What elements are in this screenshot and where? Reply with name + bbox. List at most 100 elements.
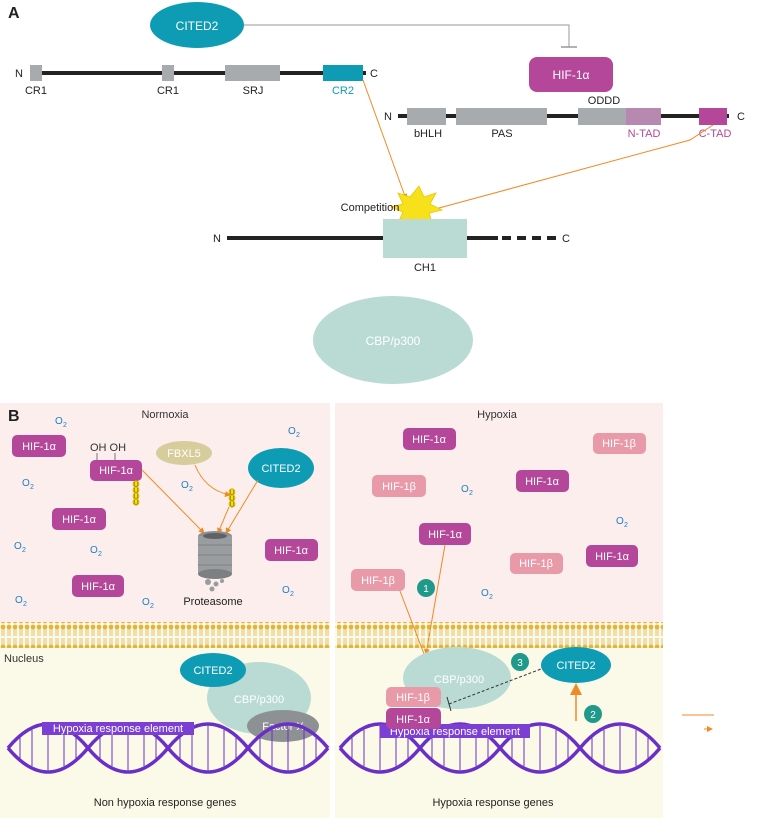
bhlh-domain	[407, 108, 446, 125]
competition-label: Competition	[341, 202, 400, 214]
hif1b-label: HIF-1β	[382, 481, 416, 493]
step-3-label: 3	[517, 658, 523, 669]
hypoxia-nuclear-membrane	[335, 622, 663, 648]
hif1a-label: HIF-1α	[62, 514, 97, 526]
hif1a-label: HIF-1α	[274, 545, 309, 557]
svg-text:O: O	[288, 426, 296, 437]
hif1a-label: HIF-1α	[81, 581, 116, 593]
cited2-label: CITED2	[556, 660, 595, 672]
hif1a-box	[265, 539, 318, 561]
hif1a-n-terminus: N	[384, 111, 392, 123]
hypoxia-title: Hypoxia	[477, 409, 518, 421]
oddd-domain	[578, 108, 626, 125]
hre-bar	[42, 722, 194, 735]
cited2-ellipse	[541, 647, 611, 683]
cited2-label: CITED2	[193, 665, 232, 677]
normoxia-title: Normoxia	[141, 409, 189, 421]
hif1a-box	[419, 523, 471, 545]
ch1-label: CH1	[414, 262, 436, 274]
hif1a-box	[516, 470, 569, 492]
hif1a-box	[12, 435, 66, 457]
inhibition-line	[244, 24, 570, 47]
step-1-badge	[417, 579, 435, 597]
cr1-label-2: CR1	[157, 85, 179, 97]
ch1-protein: N C CH1	[213, 219, 570, 274]
hif1a-box	[72, 575, 124, 597]
svg-text:2: 2	[22, 547, 26, 554]
ch1-domain	[383, 219, 467, 258]
ntad-label: N-TAD	[628, 128, 661, 140]
hif1a-box	[52, 508, 106, 530]
svg-text:2: 2	[150, 603, 154, 610]
hif1a-label: HIF-1α	[99, 465, 134, 477]
ctad-label: C-TAD	[699, 128, 732, 140]
ctad-domain	[699, 108, 727, 125]
cited2-ellipse	[248, 448, 314, 488]
cr1-label-1: CR1	[25, 85, 47, 97]
fbxl5-ubiquitination-arrow	[194, 464, 231, 497]
cr1-domain-2	[162, 65, 174, 81]
ctad-binding-arrow	[427, 124, 714, 213]
degradation-arrow	[141, 469, 205, 534]
svg-text:O: O	[142, 597, 150, 608]
hif1a-label: HIF-1α	[396, 714, 431, 726]
non-hypoxia-genes-label: Non hypoxia response genes	[94, 797, 237, 809]
ch1-c-terminus: C	[562, 233, 570, 245]
hypoxia-nucleus	[335, 622, 663, 818]
ntad-domain	[626, 108, 661, 125]
step-2-label: 2	[590, 710, 596, 721]
step-3-badge	[511, 653, 529, 671]
svg-text:2: 2	[98, 551, 102, 558]
fbxl5-label: FBXL5	[167, 448, 201, 460]
svg-text:O: O	[14, 541, 22, 552]
hif1a-box	[403, 428, 456, 450]
svg-text:2: 2	[489, 594, 493, 601]
cited2-ellipse	[150, 2, 244, 48]
hif1a-label: HIF-1α	[525, 476, 560, 488]
hif1a-label: HIF-1α	[428, 529, 463, 541]
cited2-n-terminus: N	[15, 68, 23, 80]
hif1a-label: HIF-1α	[412, 434, 447, 446]
hif1b-translocation-line	[399, 590, 425, 655]
ch1-n-terminus: N	[213, 233, 221, 245]
svg-text:2: 2	[296, 432, 300, 439]
proteasome-icon	[198, 531, 232, 592]
hif1a-c-terminus: C	[737, 111, 745, 123]
bhlh-label: bHLH	[414, 128, 442, 140]
srj-domain	[225, 65, 280, 81]
svg-text:2: 2	[624, 522, 628, 529]
cbp-p300-ellipse	[313, 296, 473, 384]
hif1a-translocation-arrow	[423, 544, 446, 655]
panel-b-label: B	[8, 408, 20, 425]
srj-label: SRJ	[243, 85, 264, 97]
pas-domain	[456, 108, 547, 125]
cited2-degradation-arrow	[225, 479, 259, 534]
fbxl5-ellipse	[156, 441, 212, 465]
panel-a-label: A	[8, 5, 20, 22]
hydroxyl-groups-label: OH OH	[90, 442, 126, 454]
inhibition-dashed-line	[448, 668, 542, 705]
hre-label: Hypoxia response element	[53, 723, 183, 735]
ubiquitin-chain-icon	[132, 480, 140, 507]
svg-text:2: 2	[189, 486, 193, 493]
hif1a-box	[529, 57, 613, 92]
svg-text:O: O	[55, 416, 63, 427]
hif1b-box	[386, 687, 441, 707]
cited2-ellipse	[180, 653, 246, 687]
step-1-label: 1	[423, 584, 429, 595]
hif1a-label: HIF-1α	[595, 551, 630, 563]
pas-label: PAS	[491, 128, 512, 140]
oddd-label: ODDD	[588, 95, 620, 107]
cited2-protein: N C CR1 CR1 SRJ CR2	[15, 65, 378, 97]
cr2-label: CR2	[332, 85, 354, 97]
hif1a-box-label: HIF-1α	[553, 68, 590, 82]
